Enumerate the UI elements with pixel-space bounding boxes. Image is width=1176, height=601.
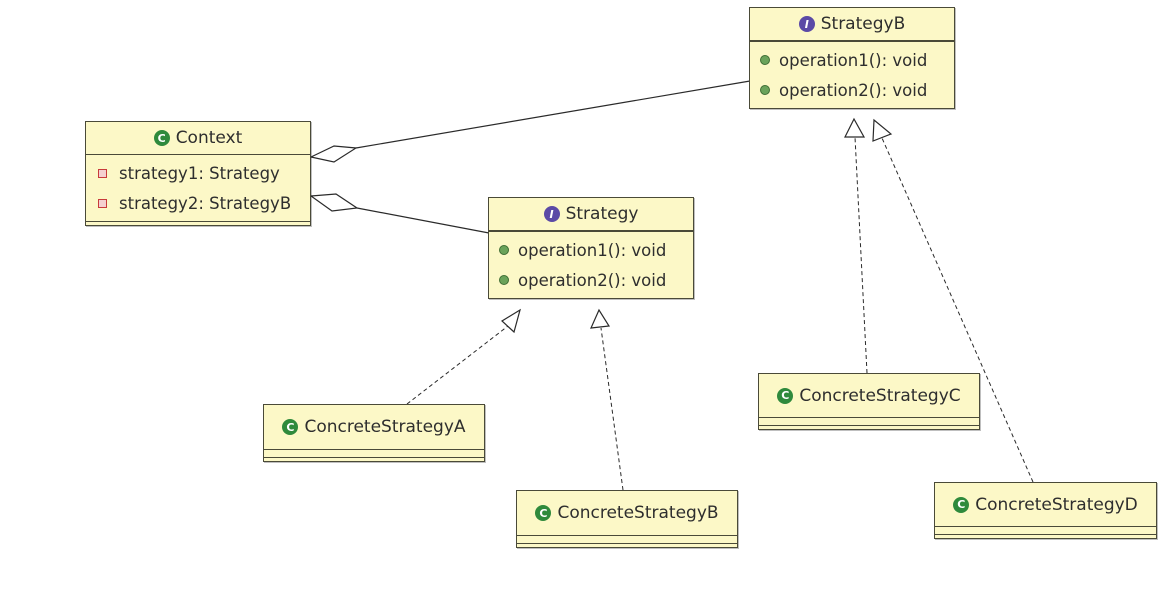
- method-row[interactable]: operation1(): void: [489, 235, 693, 265]
- class-header: C Context: [86, 122, 310, 155]
- class-header: I StrategyB: [750, 8, 954, 41]
- aggregation-diamond-strategy: [309, 193, 359, 212]
- interface-strategyb[interactable]: I StrategyB operation1(): void operation…: [749, 7, 955, 109]
- method-label: operation2(): void: [779, 80, 928, 100]
- method-row[interactable]: operation2(): void: [489, 265, 693, 295]
- class-name: ConcreteStrategyD: [975, 494, 1138, 515]
- public-method-icon: [760, 85, 770, 95]
- fields-compartment: [750, 41, 954, 45]
- interface-strategy[interactable]: I Strategy operation1(): void operation2…: [488, 197, 694, 299]
- realization-concretea-strategy[interactable]: [406, 325, 509, 405]
- field-label: strategy1: Strategy: [119, 163, 280, 183]
- method-label: operation1(): void: [518, 240, 667, 260]
- class-icon: C: [777, 387, 794, 404]
- class-header: I Strategy: [489, 198, 693, 231]
- realization-arrowhead-a: [501, 308, 521, 334]
- realization-arrowhead-b: [590, 308, 611, 329]
- class-header: C ConcreteStrategyA: [264, 405, 484, 449]
- field-row[interactable]: strategy1: Strategy: [86, 158, 310, 188]
- methods-compartment: [517, 543, 737, 547]
- class-name: ConcreteStrategyB: [557, 503, 719, 523]
- methods-compartment: [264, 457, 484, 461]
- interface-icon: I: [543, 206, 560, 222]
- class-name: Context: [175, 128, 243, 148]
- methods-compartment: operation1(): void operation2(): void: [750, 45, 954, 108]
- methods-compartment: [759, 425, 979, 429]
- class-name: StrategyB: [820, 14, 906, 34]
- class-icon: C: [153, 130, 170, 146]
- class-concrete-strategy-b[interactable]: C ConcreteStrategyB: [516, 490, 738, 548]
- fields-compartment: [935, 526, 1156, 534]
- class-name: Strategy: [565, 204, 639, 224]
- class-concrete-strategy-c[interactable]: C ConcreteStrategyC: [758, 373, 980, 430]
- fields-compartment: strategy1: Strategy strategy2: StrategyB: [86, 155, 310, 221]
- realization-concreted-strategyb[interactable]: [881, 137, 1034, 483]
- class-header: C ConcreteStrategyD: [935, 483, 1156, 526]
- class-icon: C: [282, 419, 299, 435]
- fields-compartment: [759, 417, 979, 425]
- realization-concretec-strategyb[interactable]: [854, 136, 868, 374]
- class-icon: C: [535, 505, 552, 521]
- class-context[interactable]: C Context strategy1: Strategy strategy2:…: [85, 121, 311, 226]
- field-row[interactable]: strategy2: StrategyB: [86, 188, 310, 218]
- realization-arrowhead-d: [872, 118, 893, 142]
- realization-concreteb-strategy[interactable]: [600, 327, 624, 491]
- class-name: ConcreteStrategyC: [799, 385, 961, 406]
- methods-compartment: operation1(): void operation2(): void: [489, 235, 693, 298]
- public-method-icon: [499, 245, 509, 255]
- interface-icon: I: [798, 16, 815, 32]
- method-row[interactable]: operation1(): void: [750, 45, 954, 75]
- fields-compartment: [264, 449, 484, 457]
- class-concrete-strategy-d[interactable]: C ConcreteStrategyD: [934, 482, 1157, 539]
- method-row[interactable]: operation2(): void: [750, 75, 954, 105]
- public-method-icon: [499, 275, 509, 285]
- fields-compartment: [489, 231, 693, 235]
- private-field-icon: [98, 198, 107, 208]
- class-name: ConcreteStrategyA: [304, 417, 466, 437]
- aggregation-diamond-strategyb: [309, 145, 358, 163]
- methods-compartment: [86, 221, 310, 225]
- method-label: operation2(): void: [518, 270, 667, 290]
- class-concrete-strategy-a[interactable]: C ConcreteStrategyA: [263, 404, 485, 462]
- field-label: strategy2: StrategyB: [119, 193, 292, 213]
- class-icon: C: [953, 496, 970, 513]
- private-field-icon: [98, 168, 107, 178]
- fields-compartment: [517, 535, 737, 543]
- methods-compartment: [935, 534, 1156, 538]
- method-label: operation1(): void: [779, 50, 928, 70]
- aggregation-context-strategy[interactable]: [356, 207, 490, 234]
- realization-arrowhead-c: [844, 117, 866, 138]
- public-method-icon: [760, 55, 770, 65]
- aggregation-context-strategyb[interactable]: [355, 80, 751, 149]
- class-header: C ConcreteStrategyB: [517, 491, 737, 535]
- class-header: C ConcreteStrategyC: [759, 374, 979, 417]
